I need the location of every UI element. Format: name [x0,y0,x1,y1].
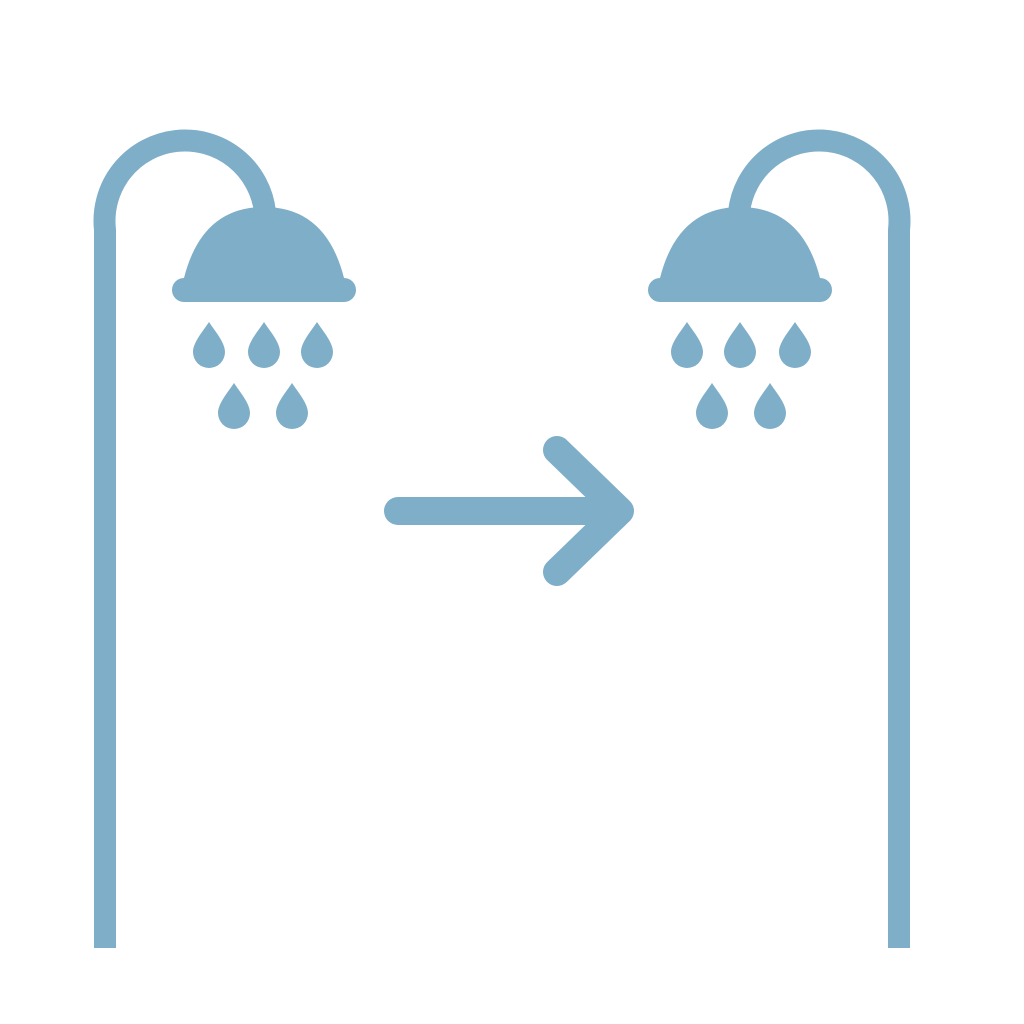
shower-pipe [728,129,911,948]
water-drops [671,322,811,429]
water-drop [696,383,728,429]
water-drop [248,322,280,368]
water-drop [779,322,811,368]
arrow-right-icon [384,436,634,586]
shower-head [172,207,356,302]
shower-pipe [93,129,276,948]
shower-head [648,207,832,302]
water-drop [218,383,250,429]
water-drop [301,322,333,368]
water-drop [193,322,225,368]
arrow-head [543,436,634,586]
water-drop [724,322,756,368]
water-drops [193,322,333,429]
water-drop [754,383,786,429]
shower-icon-mirrored [648,129,911,948]
shower-icon [93,129,356,948]
water-drop [671,322,703,368]
water-drop [276,383,308,429]
